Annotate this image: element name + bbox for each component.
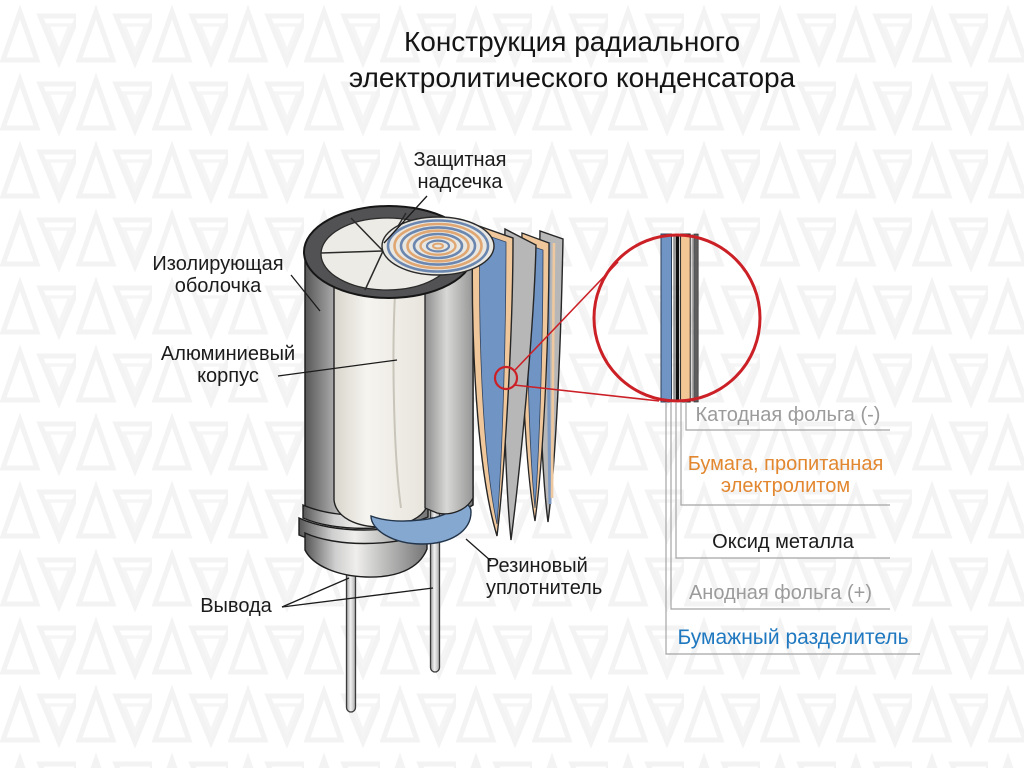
leader-lead-right (281, 587, 434, 608)
callout-rubber-seal: Резиновый уплотнитель (486, 555, 603, 599)
case-inner-surface (333, 258, 429, 528)
layer-anode-foil (673, 234, 675, 402)
layer-metal-oxide (675, 234, 680, 402)
callout-insulating-sleeve: Изолирующая оболочка (152, 253, 284, 297)
magnifier-source-circle (493, 365, 519, 391)
leader-insulating-sleeve (290, 274, 321, 312)
callout-aluminum-case: Алюминиевый корпус (160, 343, 296, 387)
magnifier-line-upper (514, 261, 619, 371)
callout-leader-lines (277, 195, 492, 608)
title-line-2: электролитического конденсатора (348, 62, 796, 93)
callout-leads: Вывода (200, 595, 272, 617)
leader-anode-foil (670, 402, 890, 610)
callout-protective-notch: Защитная надсечка (413, 149, 507, 193)
magnifier-line-lower (513, 384, 660, 402)
layer-label-metal-oxide: Оксид металла (712, 531, 854, 553)
layer-cathode-foil (693, 233, 699, 403)
layer-label-electrolyte-paper: Бумага, пропитанная электролитом (687, 453, 884, 497)
magnifier (493, 233, 762, 403)
wound-spiral-section (381, 216, 495, 276)
leader-lead-left (281, 577, 350, 608)
layer-electrolyte-paper (680, 233, 691, 403)
layer-label-paper-separator: Бумажный разделитель (677, 626, 909, 649)
layer-paper-separator (660, 233, 672, 403)
leader-protective-notch (383, 195, 428, 244)
leader-electrolyte-paper (680, 402, 890, 506)
capacitor-illustration (298, 205, 564, 713)
layer-leader-lines (665, 402, 920, 655)
leader-cathode-foil (685, 402, 890, 431)
diagram-title: Конструкция радиального электролитическо… (252, 24, 892, 96)
sheet-paper-1-blue (479, 232, 507, 525)
leader-rubber-seal (465, 538, 492, 562)
leader-aluminum-case (277, 359, 398, 377)
layer-gap (691, 234, 693, 402)
case-bottom-cup (304, 531, 428, 578)
layer-label-anode-foil: Анодная фольга (+) (688, 582, 873, 604)
leader-paper-separator (665, 402, 920, 655)
leader-metal-oxide (675, 402, 890, 559)
title-line-1: Конструкция радиального (403, 26, 741, 57)
rubber-seal (370, 502, 472, 545)
layer-label-cathode-foil: Катодная фольга (-) (695, 404, 881, 426)
magnifier-circle (592, 233, 762, 403)
